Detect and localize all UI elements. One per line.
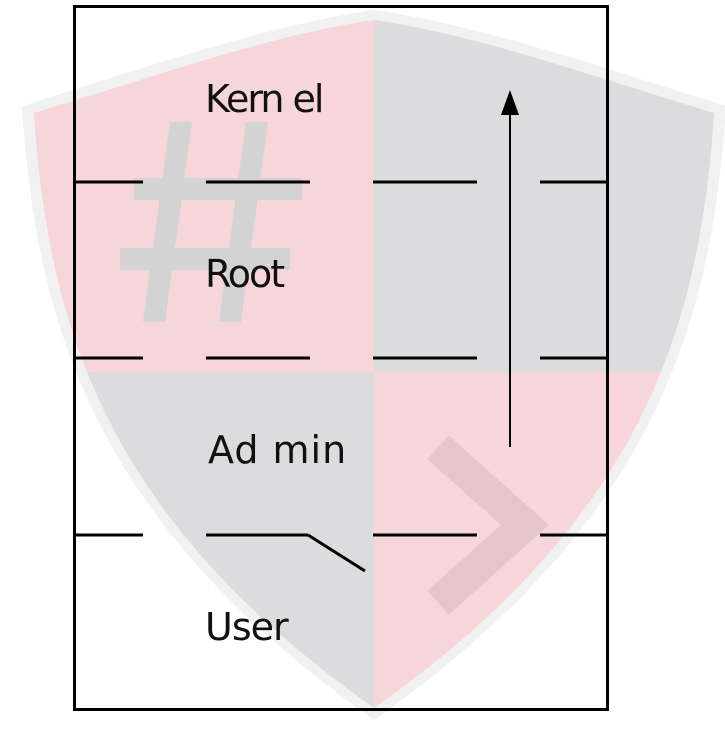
chevron-right-icon [427, 435, 550, 615]
label-root: Root [205, 252, 284, 296]
diagram-frame [73, 5, 609, 711]
label-admin: Ad min [208, 428, 347, 472]
level-separators [76, 180, 606, 573]
switch-lever [307, 533, 366, 573]
separator-admin-user [76, 533, 606, 573]
label-user: User [205, 605, 289, 649]
arrow-up-icon [501, 90, 519, 447]
label-kernel: Kern el [205, 77, 322, 121]
